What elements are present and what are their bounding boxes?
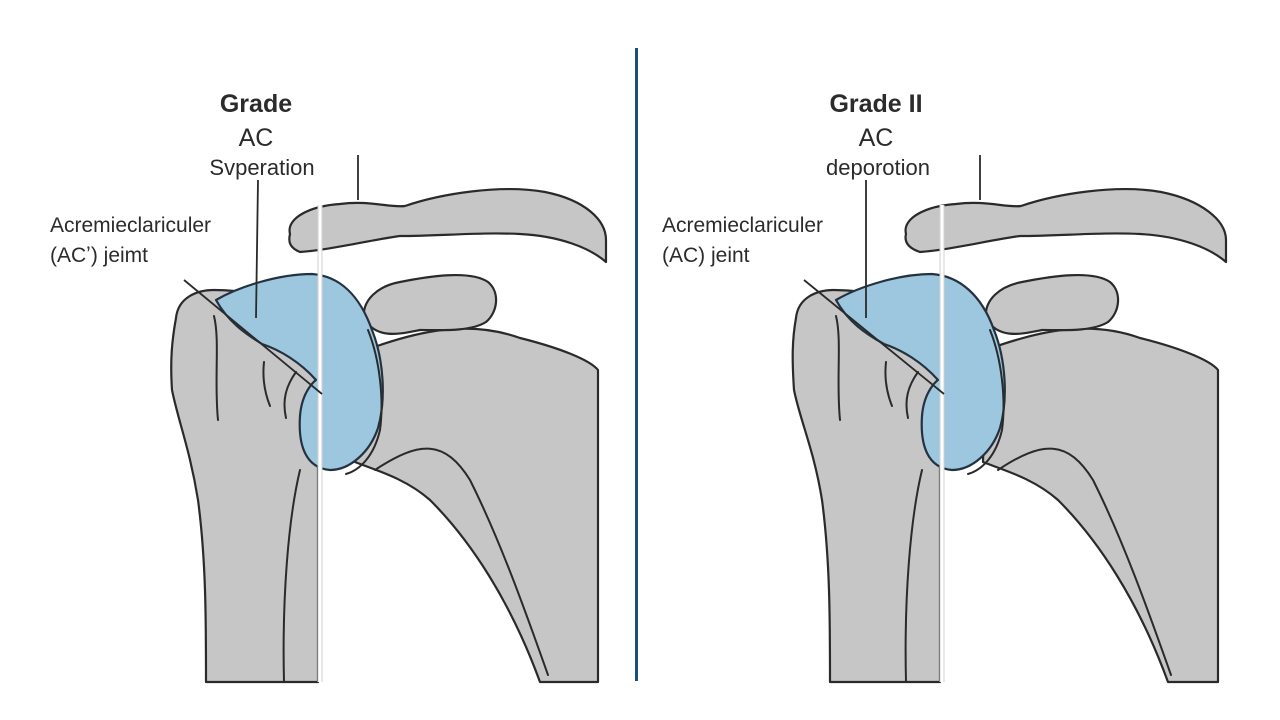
right-panel: Grade II AC deporotion Acremieclariculеr… xyxy=(662,90,1228,684)
humerus-detail-3 xyxy=(283,371,297,419)
panel-divider xyxy=(635,48,638,681)
humerus-shaft-line xyxy=(282,469,301,683)
panel-title-ac: AC xyxy=(859,124,894,152)
panel-title-grade: Grade II xyxy=(829,90,922,118)
left-panel: Grade AC Svperation Acremieclariculеr (A… xyxy=(50,90,608,684)
panel-title-ac: AC xyxy=(239,124,274,152)
label-leader-line xyxy=(803,279,945,395)
coracoid-process xyxy=(362,273,498,335)
title-leader-line xyxy=(255,179,259,319)
panel-title-type: deporotion xyxy=(826,155,930,180)
coracoid-process xyxy=(984,273,1120,335)
humerus-detail-1 xyxy=(213,315,219,421)
humerus-detail-1 xyxy=(835,315,841,421)
scapula xyxy=(981,327,1220,684)
glenoid-rim xyxy=(345,329,383,475)
panel-title-grade: Grade xyxy=(220,90,292,118)
scapula-spine-line xyxy=(374,447,549,676)
joint-label-line2: (AC) jeint xyxy=(662,244,750,267)
scapula-spine-line xyxy=(997,447,1172,676)
humerus-detail-3 xyxy=(905,371,919,419)
panel-title-type: Svperation xyxy=(209,155,314,180)
scapula xyxy=(353,327,600,684)
humerus-shaft-line xyxy=(904,469,923,683)
joint-label-line1: Acremieclariculеr xyxy=(50,214,211,237)
humerus-detail-2 xyxy=(262,361,271,407)
glenoid-rim xyxy=(967,329,1005,475)
humerus-detail-2 xyxy=(884,361,893,407)
joint-label-line2: (ACʼ) jeimt xyxy=(50,244,148,267)
ac-joint-cartilage xyxy=(214,272,384,472)
label-leader-line xyxy=(183,279,323,395)
joint-label-line1: Acremieclariculеr xyxy=(662,214,823,237)
clavicle xyxy=(904,188,1228,264)
clavicle xyxy=(288,188,608,264)
